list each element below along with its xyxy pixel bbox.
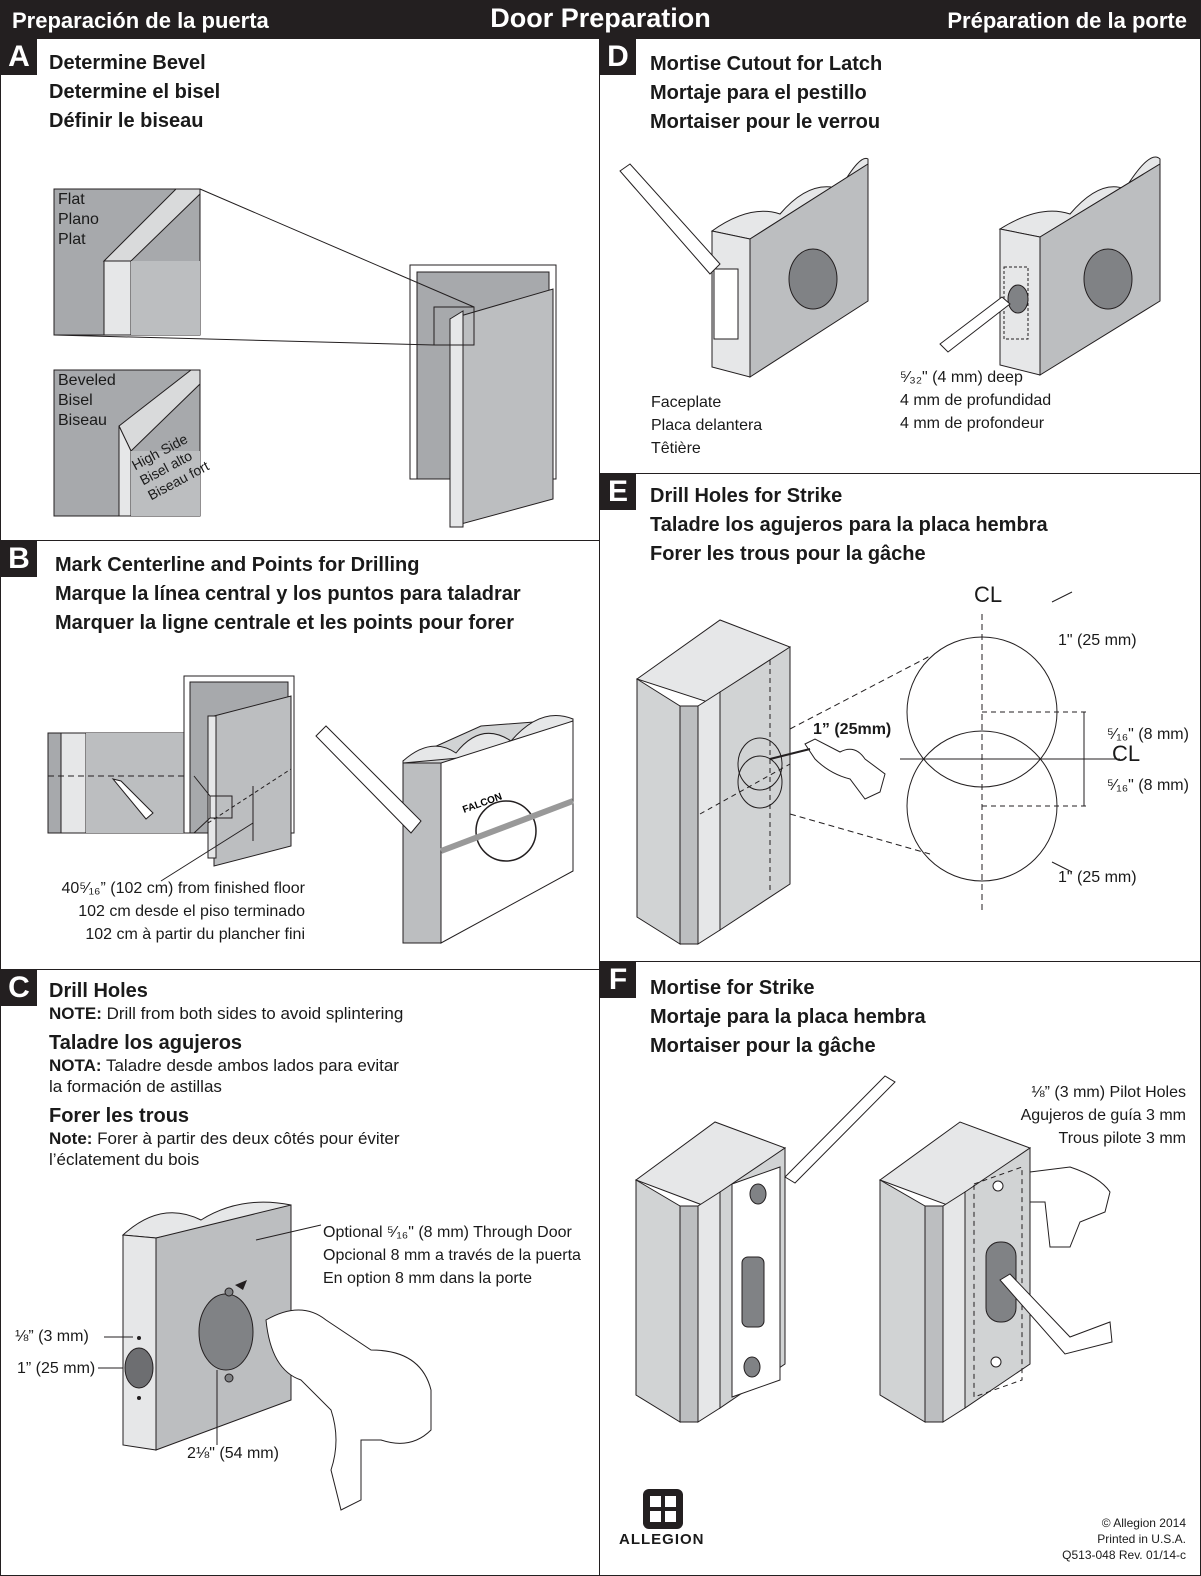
panel-e: E Drill Holes for Strike Taladre los agu…	[599, 473, 1201, 962]
face-hole-dim: 2⅛" (54 mm)	[187, 1445, 279, 1462]
panel-f: F Mortise for Strike Mortaje para la pla…	[599, 961, 1201, 1576]
drill-illustration	[98, 1201, 432, 1511]
panel-title: Drill Holes for Strike Taladre los aguje…	[650, 485, 1048, 565]
centerline-mark: CL	[974, 582, 1003, 607]
centerline-mark-2: CL	[1112, 741, 1141, 766]
panel-b: B Mark Centerline and Points for Drillin…	[0, 540, 600, 970]
latch-mortise-illustration	[619, 156, 1161, 378]
allegion-wordmark: ALLEGION	[619, 1531, 705, 1548]
bottom-hole-dim: 1" (25 mm)	[1058, 869, 1137, 886]
panel-title: Mark Centerline and Points for Drilling …	[55, 554, 521, 634]
panel-badge: C	[1, 970, 37, 1006]
panel-title: Mortise Cutout for Latch Mortaje para el…	[650, 53, 883, 133]
header-bar: Preparación de la puerta Door Preparatio…	[0, 0, 1201, 38]
panel-a: A Determine Bevel Determine el bisel Déf…	[0, 38, 600, 541]
bevel-illustration	[53, 188, 557, 528]
panel-title: Mortise for Strike Mortaje para la placa…	[650, 977, 926, 1057]
panel-d: D Mortise Cutout for Latch Mortaje para …	[599, 38, 1201, 474]
title-en: Determine Bevel	[49, 52, 206, 74]
panel-badge: B	[1, 541, 37, 577]
title-es: Determine el bisel	[49, 81, 221, 103]
edge-hole-dim: 1” (25 mm)	[17, 1360, 96, 1377]
panel-c: C Drill Holes NOTE: Drill from both side…	[0, 969, 600, 1576]
allegion-logo-icon	[643, 1489, 683, 1529]
strike-mortise-illustration	[634, 1075, 1113, 1423]
title-fr: Forer les trous	[49, 1105, 190, 1127]
title-es: Taladre los agujeros	[49, 1032, 243, 1054]
header-title-es: Preparación de la puerta	[12, 8, 269, 33]
panel-badge: D	[600, 39, 636, 75]
panel-badge: A	[1, 39, 37, 75]
centerline-illustration: FALCON	[47, 675, 575, 944]
panel-badge: F	[600, 962, 636, 998]
drill-notes: Drill Holes NOTE: Drill from both sides …	[49, 980, 404, 1169]
header-title-fr: Préparation de la porte	[947, 8, 1187, 33]
panel-title: Determine Bevel Determine el bisel Défin…	[49, 49, 220, 136]
title-fr: Définir le biseau	[49, 110, 204, 132]
offset-down-dim: ⁵⁄₁₆" (8 mm)	[1107, 777, 1189, 794]
offset-up-dim: ⁵⁄₁₆" (8 mm)	[1107, 726, 1189, 743]
drill-size-label: 1” (25mm)	[813, 721, 892, 738]
footer-legal: © Allegion 2014 Printed in U.S.A. Q513-0…	[1062, 1516, 1186, 1562]
small-hole-dim: ⅛” (3 mm)	[15, 1328, 89, 1345]
header-title-en: Door Preparation	[490, 3, 711, 33]
title-en: Drill Holes	[49, 980, 148, 1002]
panel-badge: E	[600, 474, 636, 510]
top-hole-dim: 1" (25 mm)	[1058, 632, 1137, 649]
strike-holes-illustration	[635, 591, 1120, 945]
